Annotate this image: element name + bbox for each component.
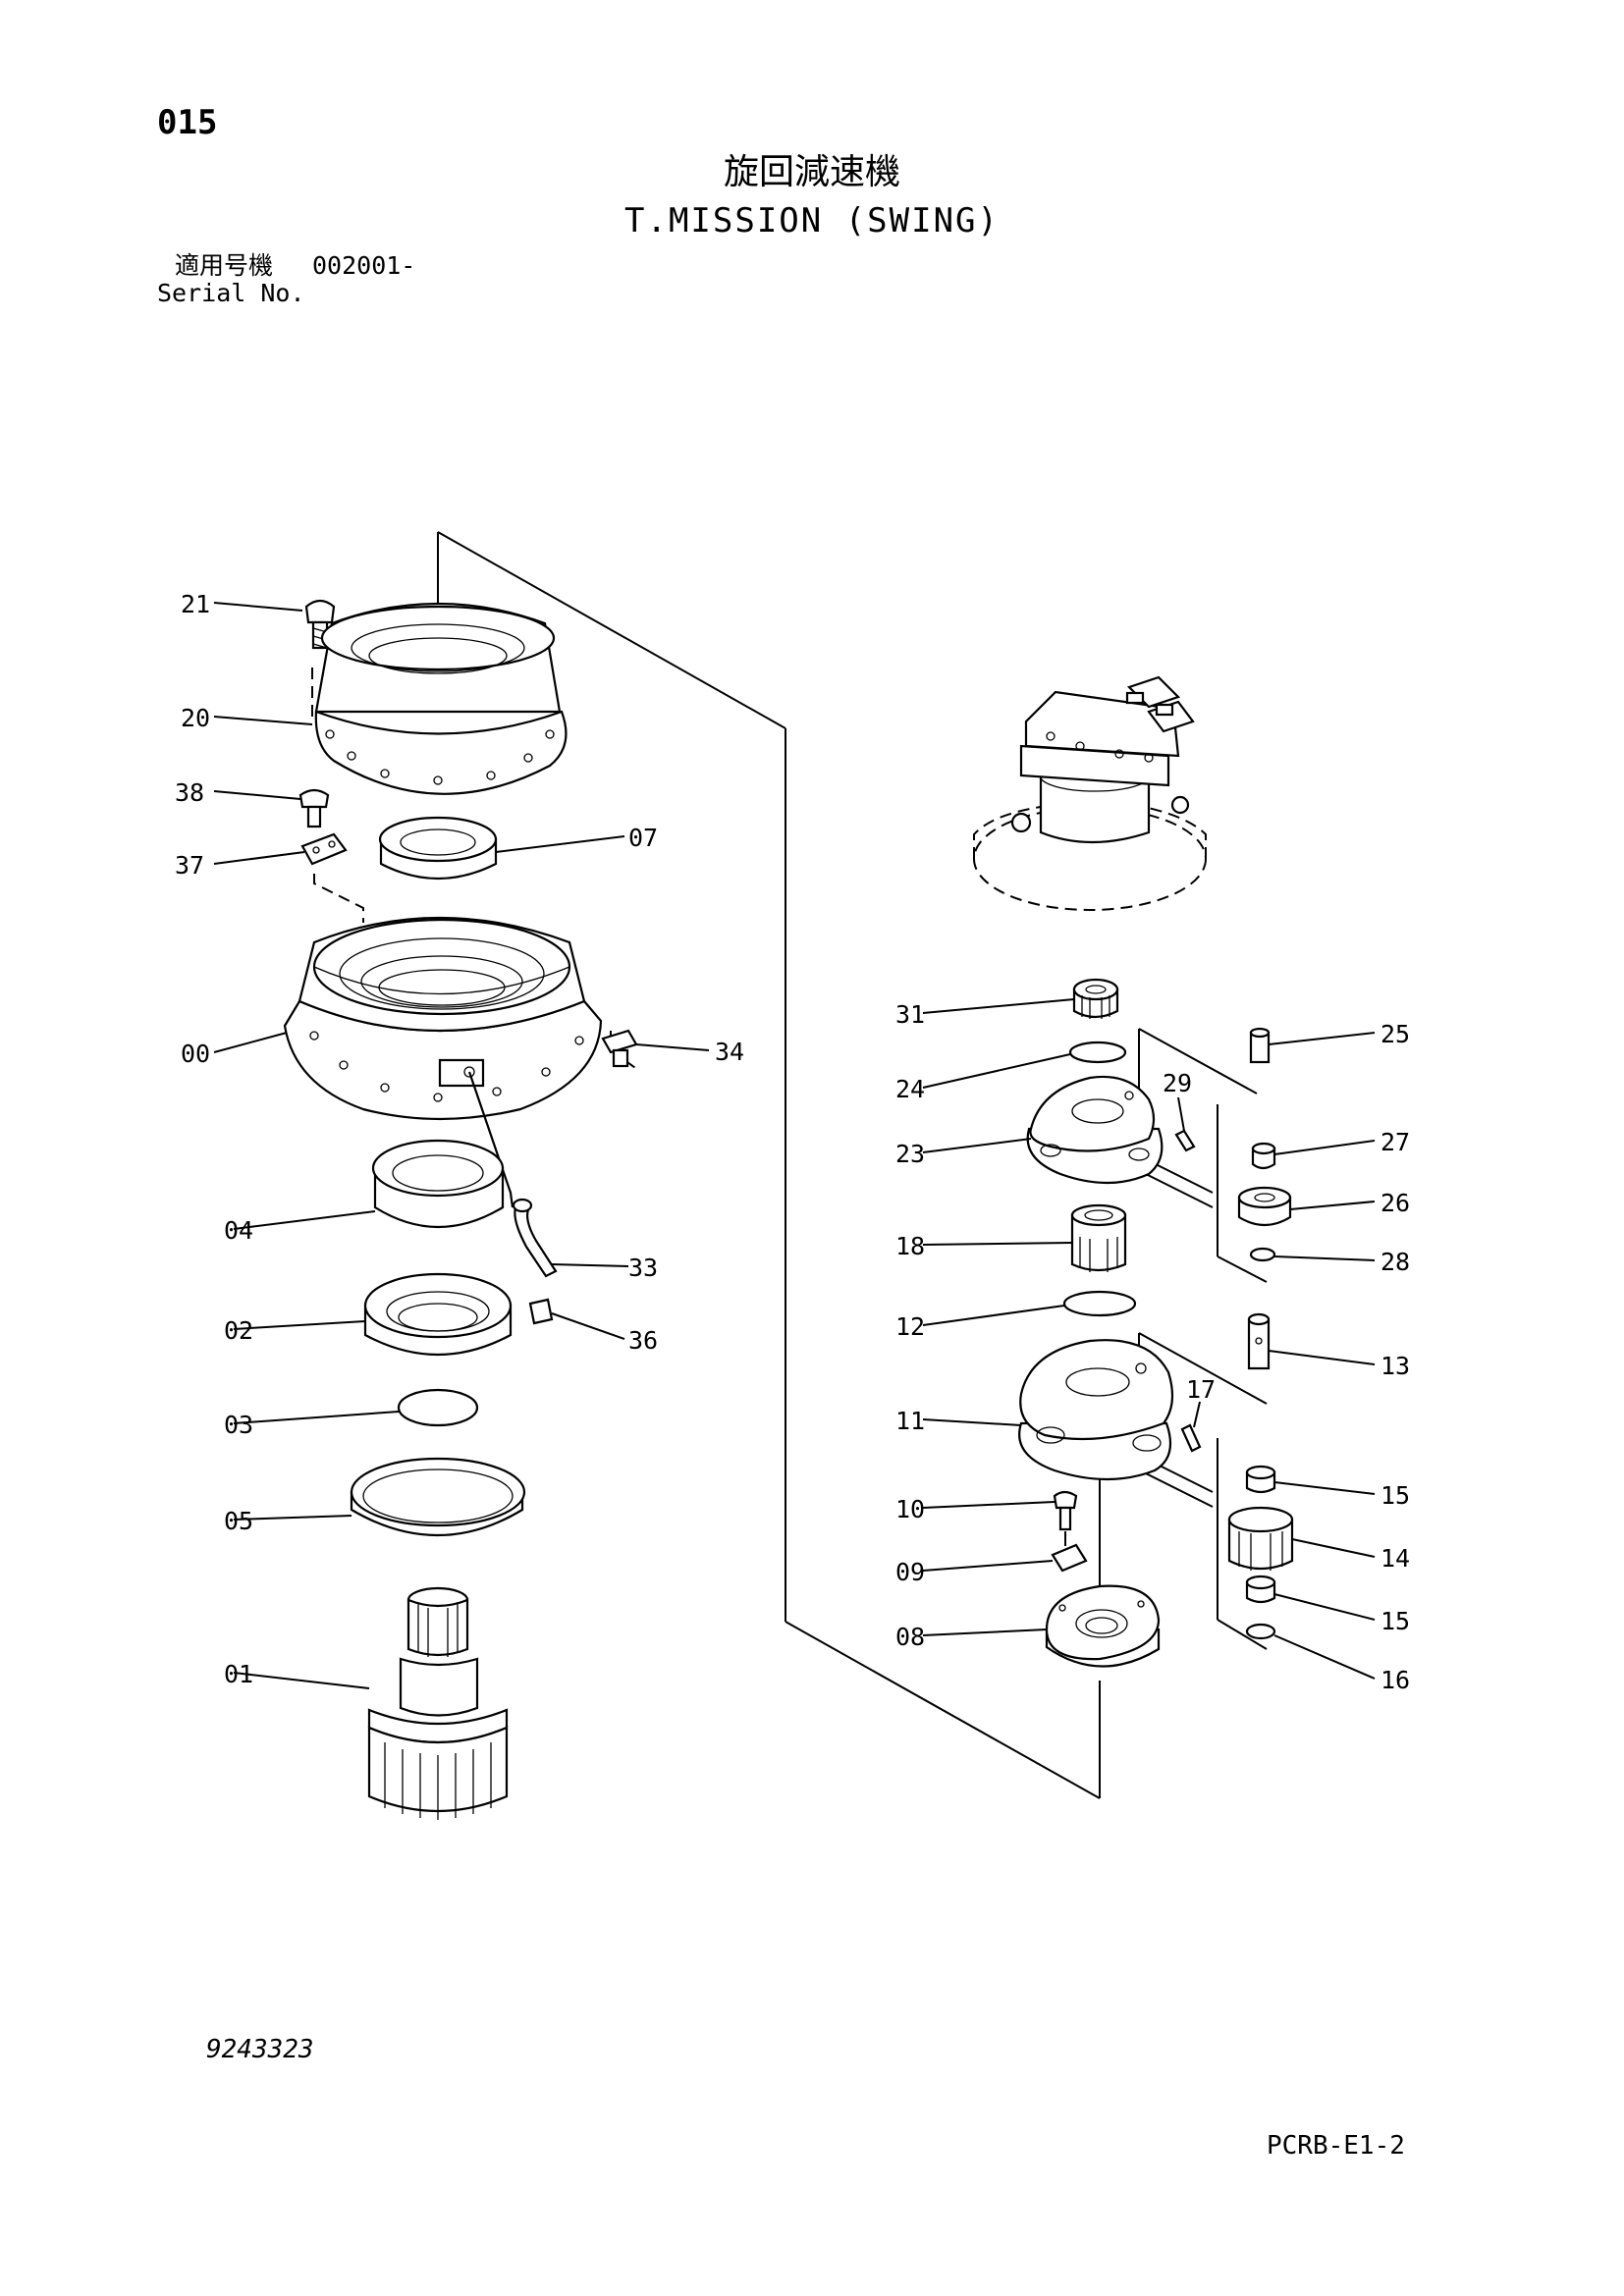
- callout-15-lower: 15: [1380, 1607, 1410, 1635]
- callout-23: 23: [895, 1140, 925, 1168]
- callout-29: 29: [1163, 1069, 1192, 1097]
- part-05-ring: [350, 1457, 526, 1537]
- callout-04: 04: [224, 1216, 253, 1245]
- part-17-pin: [1180, 1423, 1202, 1453]
- part-20-housing-ring: [314, 602, 568, 795]
- callout-27: 27: [1380, 1128, 1410, 1156]
- swing-motor-assembly-view: [973, 675, 1207, 911]
- callout-21: 21: [181, 590, 210, 618]
- part-10-bolt: [1053, 1490, 1078, 1531]
- callout-05: 05: [224, 1507, 253, 1535]
- callout-00: 00: [181, 1040, 210, 1068]
- sheet-code: PCRB-E1-2: [1267, 2131, 1405, 2161]
- callout-17: 17: [1186, 1375, 1216, 1404]
- part-36-plug: [528, 1298, 554, 1325]
- callout-31: 31: [895, 1000, 925, 1029]
- callout-labels: 21 20 38 37 07 00 34 04 33 02 36 03 05 0…: [175, 590, 1410, 1694]
- serial-range: 002001-: [312, 251, 416, 280]
- part-08-ring-gear-plate: [1045, 1584, 1161, 1668]
- leader-lines: [213, 602, 1376, 1689]
- callout-24: 24: [895, 1075, 925, 1103]
- callout-26: 26: [1380, 1189, 1410, 1217]
- part-15-needle-bearing-upper: [1245, 1465, 1276, 1494]
- part-14-planet-gear: [1227, 1506, 1294, 1571]
- part-25-pin: [1249, 1027, 1271, 1064]
- callout-07: 07: [628, 824, 658, 852]
- part-34-plug: [601, 1029, 638, 1068]
- part-23-carrier: [1026, 1075, 1164, 1185]
- callout-36: 36: [628, 1326, 658, 1355]
- part-27-needle-bearing: [1251, 1142, 1276, 1170]
- part-31-gear: [1072, 978, 1119, 1019]
- part-24-thrust-washer: [1068, 1041, 1127, 1064]
- callout-18: 18: [895, 1232, 925, 1260]
- part-13-pin: [1247, 1312, 1271, 1370]
- callout-01: 01: [224, 1660, 253, 1688]
- callout-14: 14: [1380, 1544, 1410, 1573]
- page-title-english: T.MISSION (SWING): [624, 201, 1000, 240]
- callout-12: 12: [895, 1312, 925, 1341]
- callout-11: 11: [895, 1407, 925, 1435]
- callout-37: 37: [175, 851, 204, 880]
- callout-20: 20: [181, 704, 210, 732]
- part-03-shim: [397, 1388, 479, 1427]
- callout-25: 25: [1380, 1020, 1410, 1048]
- callout-10: 10: [895, 1495, 925, 1523]
- serial-label-japanese: 適用号機: [175, 251, 274, 280]
- part-29-pin: [1174, 1129, 1196, 1152]
- part-15-needle-bearing-lower: [1245, 1575, 1276, 1604]
- callout-13: 13: [1380, 1352, 1410, 1380]
- part-18-sun-gear: [1070, 1203, 1127, 1272]
- part-16-washer: [1245, 1623, 1276, 1640]
- part-04-bearing: [371, 1139, 505, 1228]
- part-00-gear-case: [283, 916, 603, 1121]
- callout-16: 16: [1380, 1666, 1410, 1694]
- callout-02: 02: [224, 1316, 253, 1345]
- part-38-bolt: [298, 788, 330, 828]
- part-02-seal: [363, 1272, 513, 1356]
- serial-label-english: Serial No.: [157, 279, 305, 307]
- part-07-bearing: [378, 816, 498, 881]
- part-01-output-shaft: [367, 1586, 509, 1820]
- page-number: 015: [157, 103, 218, 142]
- part-11-carrier: [1018, 1339, 1174, 1481]
- callout-09: 09: [895, 1558, 925, 1586]
- part-26-planet-gear: [1237, 1186, 1292, 1227]
- callout-03: 03: [224, 1411, 253, 1439]
- callout-15-upper: 15: [1380, 1481, 1410, 1510]
- callout-28: 28: [1380, 1248, 1410, 1276]
- part-28-washer: [1249, 1247, 1276, 1262]
- part-37-lock-plate: [300, 832, 348, 866]
- callout-38: 38: [175, 778, 204, 807]
- page-title-japanese: 旋回減速機: [723, 152, 900, 192]
- part-12-thrust-washer: [1062, 1290, 1137, 1317]
- callout-34: 34: [715, 1038, 744, 1066]
- part-09-lock-plate: [1051, 1543, 1088, 1573]
- callout-33: 33: [628, 1254, 658, 1282]
- callout-08: 08: [895, 1623, 925, 1651]
- drawing-number: 9243323: [206, 2035, 314, 2064]
